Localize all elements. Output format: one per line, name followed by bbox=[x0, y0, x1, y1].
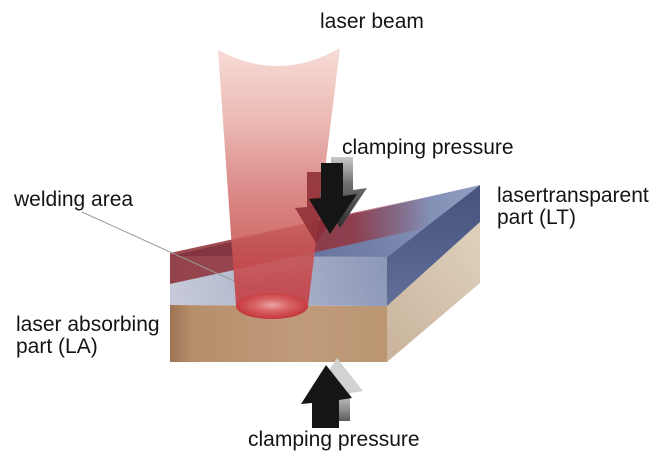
label-welding-area: welding area bbox=[14, 188, 134, 211]
clamping-arrow-down bbox=[295, 157, 367, 243]
arrow-up-face bbox=[301, 365, 352, 428]
lt-side-face bbox=[387, 185, 480, 306]
la-side-face bbox=[387, 222, 480, 362]
label-laser-beam: laser beam bbox=[320, 10, 424, 33]
laser-beam-shape bbox=[218, 48, 340, 319]
label-lasertransparent-part: lasertransparent part (LT) bbox=[497, 184, 649, 230]
la-front-face bbox=[170, 305, 387, 362]
weld-spot bbox=[236, 293, 308, 319]
label-clamping-pressure-top: clamping pressure bbox=[342, 136, 514, 159]
label-clamping-pressure-bottom: clamping pressure bbox=[248, 428, 420, 451]
laser-absorbing-part-shape bbox=[170, 222, 480, 362]
arrow-down-face bbox=[309, 163, 357, 234]
label-laser-absorbing-part: laser absorbing part (LA) bbox=[16, 313, 160, 359]
clamping-arrow-up bbox=[301, 358, 363, 428]
